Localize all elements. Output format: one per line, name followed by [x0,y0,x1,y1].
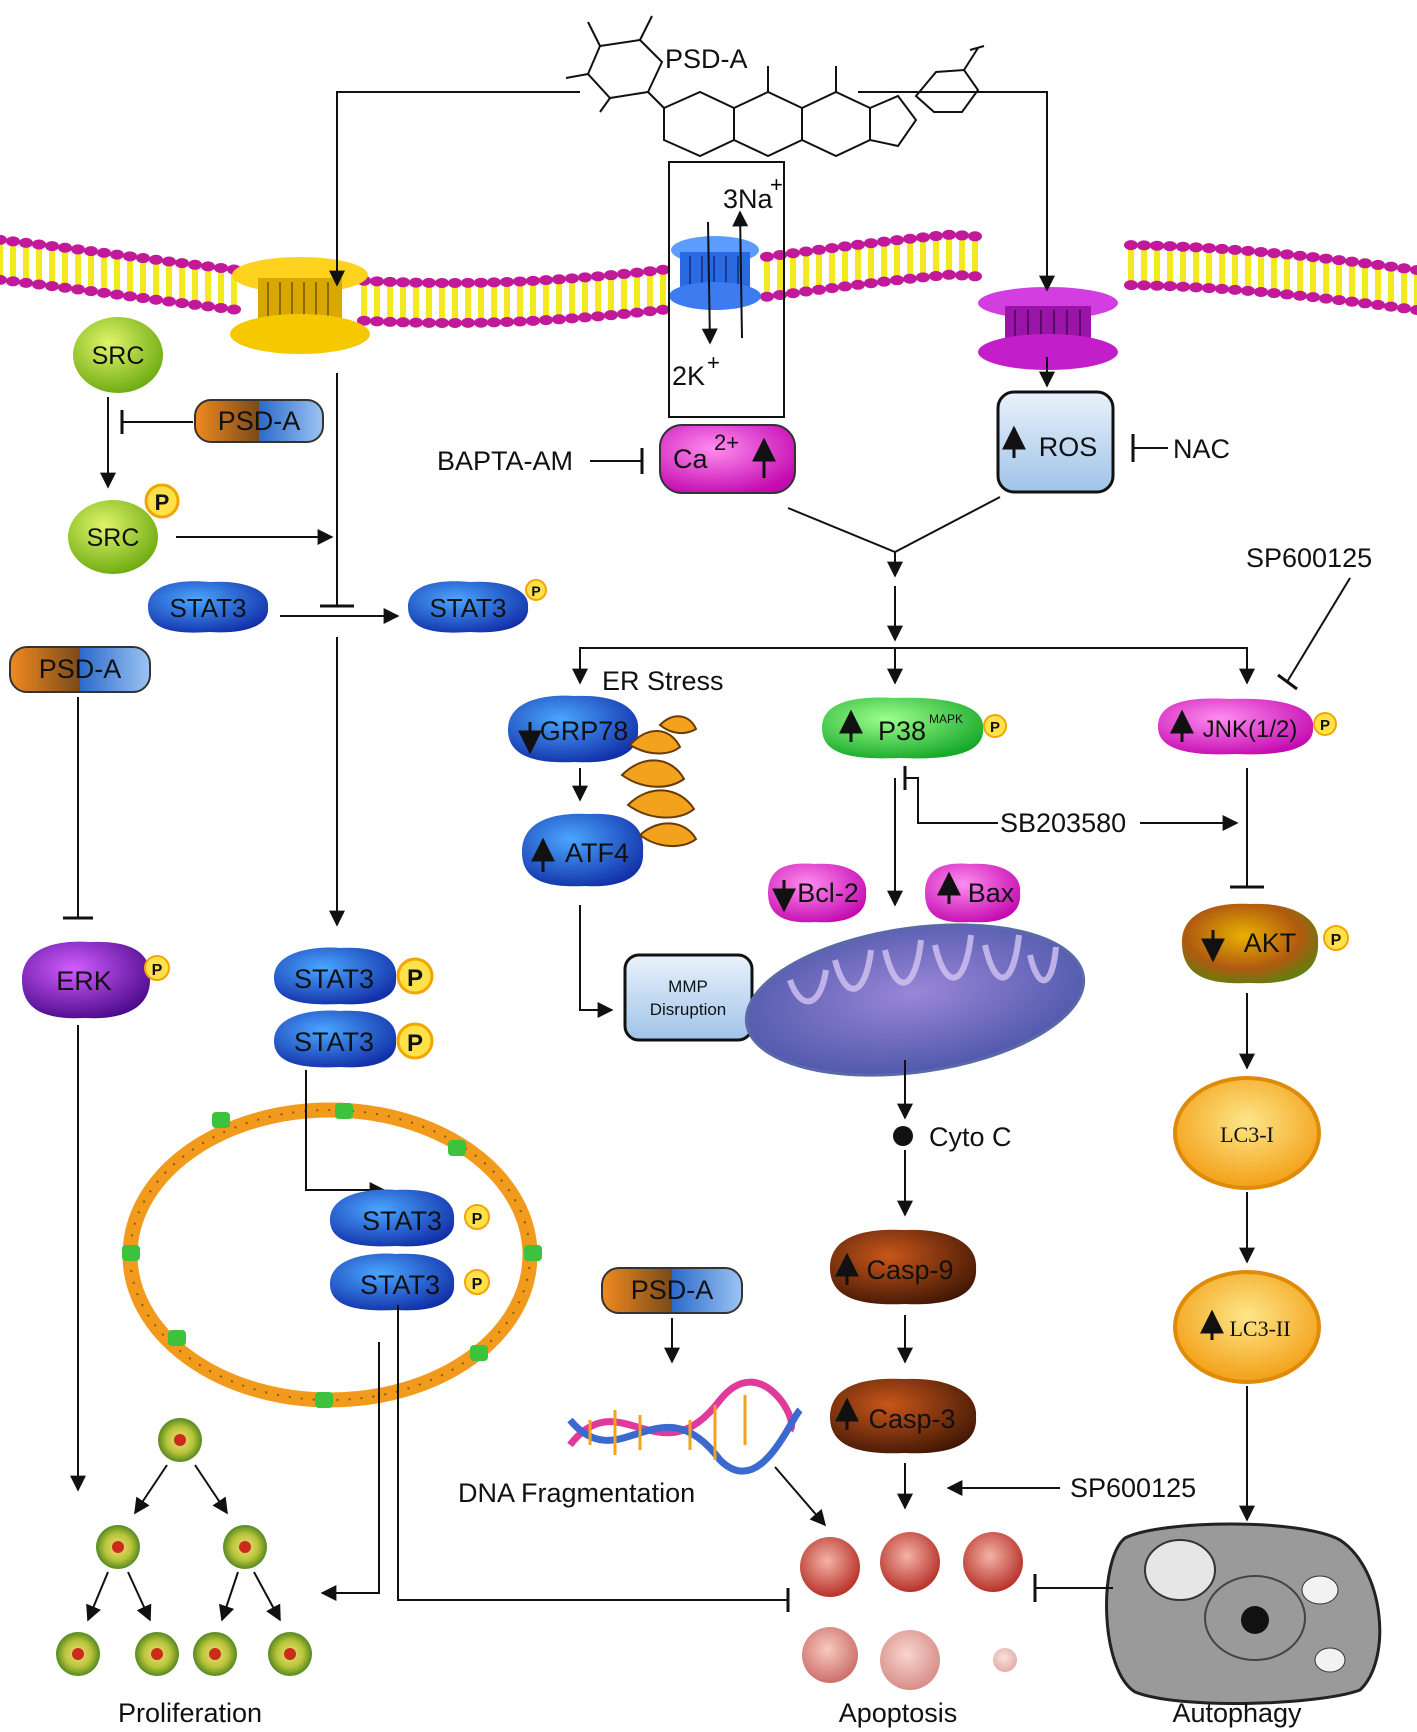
lc3-i-node: LC3-I [1173,1076,1321,1190]
svg-text:STAT3: STAT3 [294,964,374,994]
svg-text:P: P [152,962,163,979]
na-charge: + [770,172,783,197]
proliferation-label: Proliferation [118,1698,262,1728]
apoptosis-label: Apoptosis [839,1698,958,1728]
stat3-node: STAT3 [148,581,269,633]
dna-fragmentation-label: DNA Fragmentation [458,1478,695,1508]
svg-text:SRC: SRC [92,342,145,370]
ros-node: ROS [996,390,1115,494]
svg-text:STAT3: STAT3 [362,1206,442,1236]
sp600125-bottom-label: SP600125 [1070,1473,1196,1503]
psd-a-structure-icon [565,15,985,158]
svg-text:Disruption: Disruption [650,1000,727,1019]
k-charge: + [707,350,720,375]
na-ion-label: 3Na [723,184,774,214]
svg-text:ATF4: ATF4 [565,838,629,868]
svg-text:STAT3: STAT3 [169,593,246,623]
na-k-pump-box [668,161,785,418]
bcl2-node: Bcl-2 [768,863,867,923]
svg-text:SRC: SRC [87,524,140,552]
stat3-dimer-bottom: STAT3 P [274,1010,434,1068]
svg-text:Ca: Ca [673,444,708,474]
mmp-disruption-box: MMP Disruption [623,953,754,1042]
endoplasmic-reticulum-icon [620,715,698,848]
svg-text:STAT3: STAT3 [429,593,506,623]
svg-text:Bax: Bax [968,878,1015,908]
nuclear-stat3-top: STAT3 P [330,1189,490,1247]
psd-a-pill-2: PSD-A [9,646,151,693]
svg-text:STAT3: STAT3 [294,1027,374,1057]
cell-membrane [0,229,1417,328]
svg-text:ROS: ROS [1039,432,1098,462]
svg-text:2+: 2+ [714,430,739,455]
autophagy-label: Autophagy [1172,1698,1302,1728]
nucleus-envelope [122,1102,542,1408]
na-k-pump-channel [669,236,761,310]
svg-text:STAT3: STAT3 [360,1270,440,1300]
psd-a-to-magenta-channel-arrow [858,91,1055,292]
stat3-phosphorylated-node: STAT3 P [408,579,547,633]
atf4-node: ATF4 [522,813,644,887]
er-stress-label: ER Stress [602,666,724,696]
psd-a-pill-3: PSD-A [601,1267,743,1314]
svg-text:P: P [407,1030,423,1057]
caspase-3-node: Casp-3 [830,1378,977,1454]
svg-text:P: P [155,490,170,515]
mitochondrion-icon [744,923,1086,1077]
svg-text:LC3-II: LC3-II [1229,1316,1290,1341]
svg-text:P: P [531,583,540,599]
svg-text:P: P [1331,932,1342,949]
sb203580-label: SB203580 [1000,808,1126,838]
lc3-ii-node: LC3-II [1173,1270,1321,1384]
svg-text:Bcl-2: Bcl-2 [797,878,859,908]
src-phosphorylated-node: SRC [68,500,158,574]
svg-text:P: P [990,719,1000,736]
svg-text:AKT: AKT [1244,928,1297,958]
autophagy-cell-micrograph [1105,1522,1382,1706]
svg-text:PSD-A: PSD-A [39,654,122,684]
svg-text:MAPK: MAPK [929,712,963,726]
svg-text:Casp-3: Casp-3 [868,1404,955,1434]
p-badge-src: P [144,483,180,519]
psd-a-structure-label: PSD-A [665,44,748,74]
nuclear-stat3-bottom: STAT3 P [330,1253,490,1311]
apoptotic-cells [800,1532,1023,1690]
calcium-node: Ca 2+ [659,424,796,494]
src-node: SRC [73,317,163,393]
svg-text:JNK(1/2): JNK(1/2) [1203,716,1298,743]
svg-text:LC3-I: LC3-I [1220,1122,1274,1147]
svg-text:P38: P38 [878,716,926,746]
akt-node: AKT P [1182,903,1349,984]
svg-text:P: P [1320,717,1330,734]
yellow-receptor-channel [230,257,370,354]
magenta-receptor-channel [978,287,1118,370]
dna-helix-icon [567,1378,803,1475]
svg-text:GRP78: GRP78 [540,716,629,746]
erk-node: ERK P [22,941,170,1019]
p38-mapk-node: P38 MAPK P [822,697,1007,759]
proliferation-cells [56,1418,312,1676]
k-ion-label: 2K [672,361,705,391]
svg-text:P: P [472,1276,483,1293]
svg-text:MMP: MMP [668,977,708,996]
stat3-dimer-top: STAT3 P [274,947,434,1005]
svg-text:Casp-9: Casp-9 [866,1255,953,1285]
nac-label: NAC [1173,434,1230,464]
bapta-am-label: BAPTA-AM [437,446,573,476]
psd-a-pill-1: PSD-A [194,399,324,443]
bax-node: Bax [925,863,1021,923]
cyto-c-label: Cyto C [929,1122,1012,1152]
svg-text:ERK: ERK [56,966,112,996]
grp78-node: GRP78 [508,695,639,763]
svg-text:PSD-A: PSD-A [631,1275,714,1305]
psd-a-to-yellow-channel-arrow [329,91,580,287]
cyto-c-dot [893,1126,913,1146]
caspase-9-node: Casp-9 [830,1229,977,1305]
svg-text:P: P [472,1211,483,1228]
svg-text:PSD-A: PSD-A [218,406,301,436]
jnk-node: JNK(1/2) P [1158,698,1337,755]
sp600125-top-label: SP600125 [1246,543,1372,573]
svg-text:P: P [407,965,423,992]
